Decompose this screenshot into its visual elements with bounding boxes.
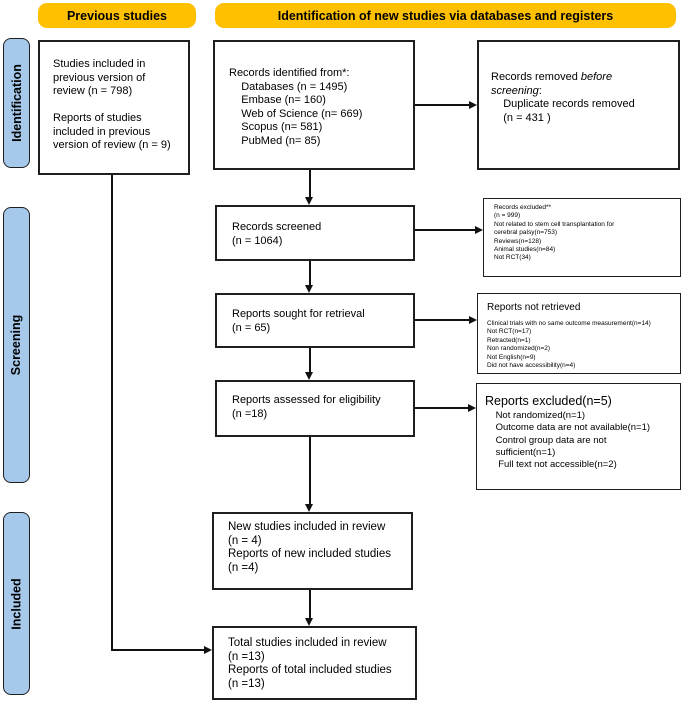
arrow-assessed-to-new-head: [305, 504, 313, 512]
arrow-previous-to-total-head: [204, 646, 212, 654]
box-reports-not-retrieved: Reports not retrieved Clinical trials wi…: [477, 293, 681, 374]
arrow-identified-to-removed-head: [469, 101, 477, 109]
arrow-screened-to-excluded-line: [415, 229, 475, 231]
box-total-studies: Total studies included in review (n =13)…: [212, 626, 417, 700]
box-total-studies-text: Total studies included in review (n =13)…: [228, 637, 392, 690]
records-removed-suffix: :: [538, 84, 542, 97]
arrow-previous-to-total-vline: [111, 175, 113, 651]
box-records-removed-body: Duplicate records removed (n = 431 ): [503, 98, 635, 124]
sidebar-included-label: Included: [9, 577, 24, 630]
arrow-identified-to-screened-head: [305, 197, 313, 205]
box-records-screened: Records screened (n = 1064): [215, 205, 415, 261]
arrow-identified-to-screened-line: [309, 170, 311, 197]
box-reports-sought: Reports sought for retrieval (n = 65): [215, 293, 415, 348]
arrow-assessed-to-excluded-head: [468, 404, 476, 412]
records-removed-italic: before screening: [491, 71, 613, 97]
box-previous-studies: Studies included in previous version of …: [38, 40, 190, 175]
sidebar-identification-label: Identification: [9, 64, 24, 142]
arrow-new-to-total-head: [305, 618, 313, 626]
box-reports-not-retrieved-title: Reports not retrieved: [487, 302, 581, 313]
header-new-studies-label: Identification of new studies via databa…: [277, 8, 614, 23]
box-reports-excluded-title: Reports excluded(n=5): [485, 394, 612, 408]
arrow-sought-to-notretrieved-head: [469, 316, 477, 324]
box-records-excluded-text: Records excluded** (n = 999) Not related…: [494, 204, 615, 262]
arrow-identified-to-removed-line: [415, 104, 469, 106]
arrow-new-to-total-line: [309, 590, 311, 618]
box-reports-assessed: Reports assessed for eligibility (n =18): [215, 380, 415, 437]
sidebar-screening-label: Screening: [9, 314, 24, 376]
arrow-sought-to-notretrieved-line: [415, 319, 469, 321]
box-records-identified-text: Records identified from*: Databases (n =…: [229, 67, 363, 147]
header-new-studies: Identification of new studies via databa…: [215, 3, 676, 28]
box-records-removed: Records removed before screening: Duplic…: [477, 40, 680, 170]
arrow-sought-to-assessed-head: [305, 372, 313, 380]
sidebar-identification: Identification: [3, 38, 30, 168]
arrow-assessed-to-excluded-line: [415, 407, 468, 409]
box-previous-studies-text: Studies included in previous version of …: [53, 58, 171, 151]
header-previous-studies-label: Previous studies: [66, 8, 168, 23]
box-records-screened-text: Records screened (n = 1064): [232, 221, 322, 247]
box-reports-sought-text: Reports sought for retrieval (n = 65): [232, 308, 365, 334]
box-records-excluded: Records excluded** (n = 999) Not related…: [483, 198, 681, 277]
arrow-screened-to-sought-line: [309, 261, 311, 285]
box-reports-excluded-body: Not randomized(n=1) Outcome data are not…: [495, 410, 651, 471]
box-records-removed-heading: Records removed before screening:: [491, 71, 663, 98]
arrow-sought-to-assessed-line: [309, 348, 311, 372]
box-new-studies: New studies included in review (n = 4) R…: [212, 512, 413, 590]
arrow-assessed-to-new-line: [309, 437, 311, 504]
records-removed-prefix: Records removed: [491, 71, 581, 83]
box-new-studies-text: New studies included in review (n = 4) R…: [228, 521, 392, 574]
box-records-identified: Records identified from*: Databases (n =…: [213, 40, 415, 170]
box-reports-assessed-text: Reports assessed for eligibility (n =18): [232, 394, 381, 420]
header-previous-studies: Previous studies: [38, 3, 196, 28]
sidebar-screening: Screening: [3, 207, 30, 483]
box-reports-not-retrieved-body: Clinical trials with no same outcome mea…: [487, 320, 651, 370]
sidebar-included: Included: [3, 512, 30, 695]
box-reports-excluded: Reports excluded(n=5) Not randomized(n=1…: [476, 383, 681, 490]
arrow-previous-to-total-hline: [111, 649, 204, 651]
arrow-screened-to-excluded-head: [475, 226, 483, 234]
arrow-screened-to-sought-head: [305, 285, 313, 293]
